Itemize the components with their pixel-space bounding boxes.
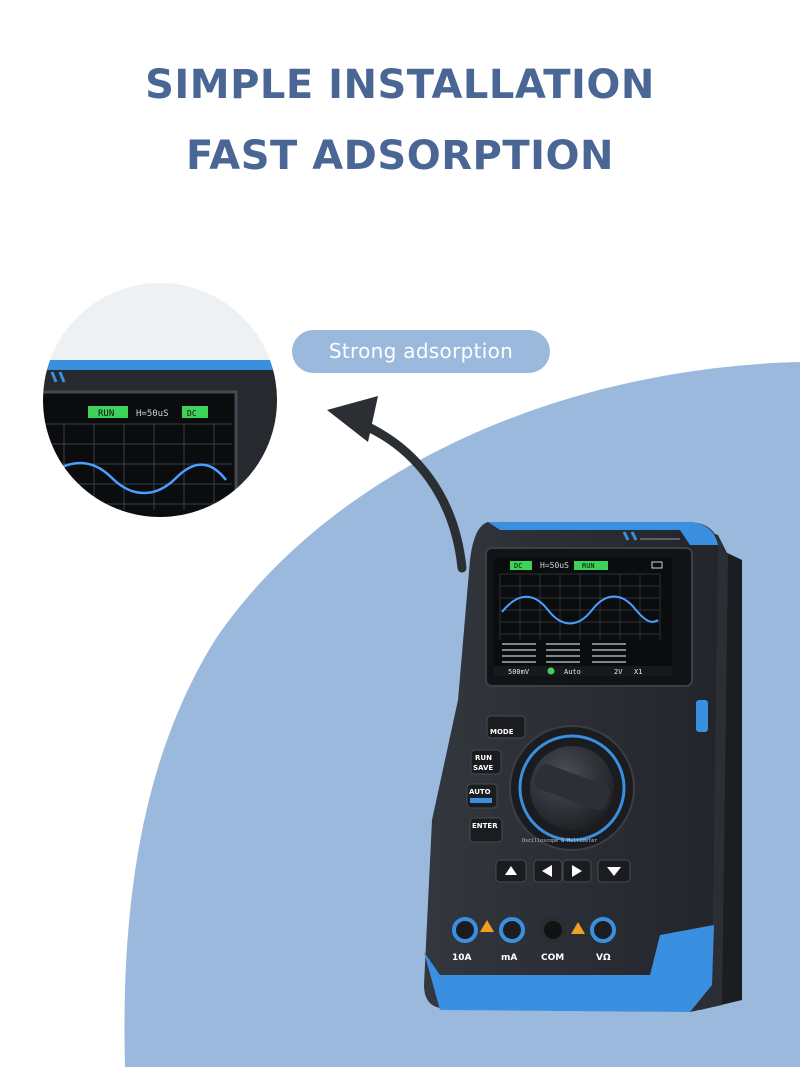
- svg-text:SAVE: SAVE: [473, 764, 493, 772]
- right-arrow-button[interactable]: [562, 859, 592, 883]
- headline-line-2: FAST ADSORPTION: [186, 133, 614, 179]
- callout-label: Strong adsorption: [292, 330, 550, 373]
- rotary-dial[interactable]: Oscilloscope & Multimeter: [509, 725, 635, 851]
- svg-text:10A: 10A: [452, 953, 472, 963]
- svg-text:RUN: RUN: [475, 754, 492, 762]
- up-arrow-icon: [505, 866, 517, 875]
- screen-timebase: H=50uS: [540, 561, 569, 570]
- multimeter-device: DC H=50uS RUN: [424, 522, 742, 1012]
- inset-timebase: H=50uS: [136, 409, 169, 419]
- inset-run-badge: RUN: [98, 409, 114, 419]
- svg-text:mA: mA: [501, 953, 517, 963]
- svg-text:AUTO: AUTO: [469, 788, 491, 796]
- button-run-save[interactable]: RUN SAVE: [470, 749, 502, 775]
- jack-v-ohm[interactable]: VΩ: [590, 917, 616, 963]
- screen-mode-badge: DC: [514, 562, 522, 570]
- left-arrow-button[interactable]: [533, 859, 563, 883]
- up-arrow-button[interactable]: [495, 859, 527, 883]
- inset-mode-badge: DC: [187, 409, 197, 418]
- button-auto[interactable]: AUTO: [466, 783, 498, 809]
- svg-text:VΩ: VΩ: [596, 953, 611, 963]
- dial-caption: Oscilloscope & Multimeter: [522, 838, 597, 844]
- jack-com[interactable]: COM: [540, 917, 566, 963]
- oscilloscope-screen: DC H=50uS RUN: [494, 558, 672, 676]
- headline-line-1: SIMPLE INSTALLATION: [145, 62, 655, 108]
- screen-bottom-level: 2V: [614, 668, 623, 676]
- svg-text:COM: COM: [541, 953, 564, 963]
- svg-text:ENTER: ENTER: [472, 822, 498, 830]
- right-arrow-icon: [572, 865, 582, 877]
- zoom-inset: RUN H=50uS DC: [41, 281, 279, 519]
- screen-run-badge: RUN: [582, 562, 595, 570]
- screen-bottom-vdiv: 500mV: [508, 668, 530, 676]
- jack-ma[interactable]: mA: [499, 917, 525, 963]
- screen-bottom-probe: X1: [634, 668, 642, 676]
- down-arrow-button[interactable]: [597, 859, 631, 883]
- left-arrow-icon: [542, 865, 552, 877]
- warning-icon: [480, 920, 494, 932]
- svg-text:MODE: MODE: [490, 728, 514, 736]
- screen-bottom-trigger: Auto: [564, 668, 581, 676]
- down-arrow-icon: [607, 867, 621, 876]
- button-mode[interactable]: MODE: [486, 715, 526, 739]
- button-enter[interactable]: ENTER: [469, 817, 503, 843]
- jack-10a[interactable]: 10A: [452, 917, 478, 963]
- warning-icon: [571, 922, 585, 934]
- curved-arrow-icon: [327, 396, 467, 573]
